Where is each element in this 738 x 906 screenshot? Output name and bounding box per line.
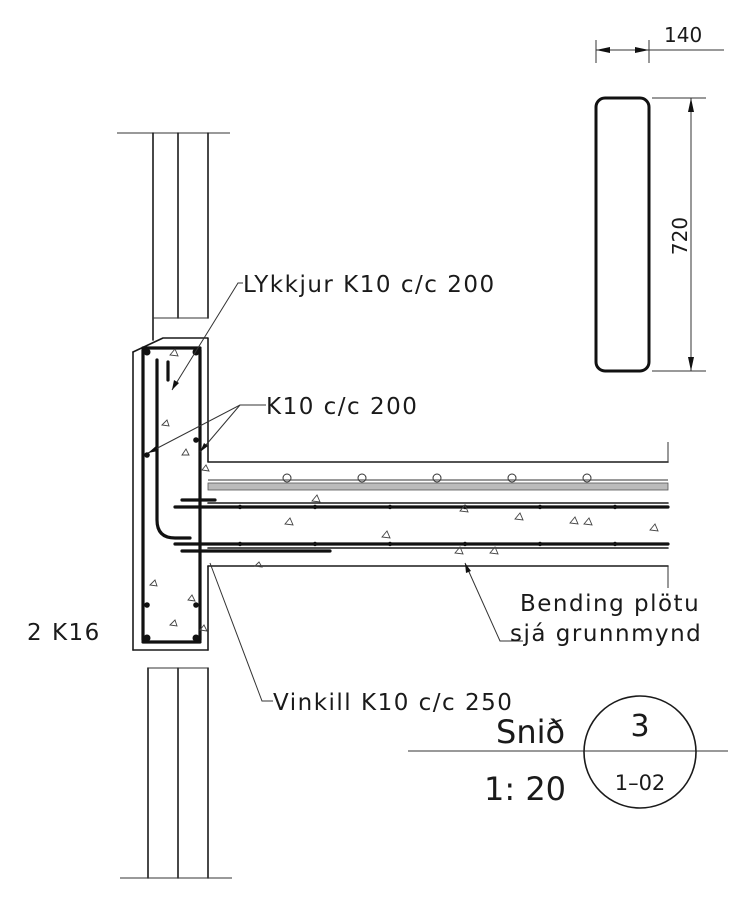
section-number: 3 <box>630 709 649 744</box>
section-title: Snið <box>496 713 565 751</box>
section-scale: 1: 20 <box>484 770 566 808</box>
concrete-hatch <box>149 348 659 632</box>
label-k16: 2 K16 <box>27 620 101 646</box>
label-k10: K10 c/c 200 <box>266 394 418 420</box>
label-lykkjur: LYkkjur K10 c/c 200 <box>243 272 496 298</box>
label-vinkill: Vinkill K10 c/c 250 <box>273 690 513 716</box>
sheet-number: 1–02 <box>615 771 666 795</box>
leaders <box>147 282 523 702</box>
reinforcement <box>141 346 670 644</box>
dimension-height: 720 <box>668 217 692 255</box>
bar-detail <box>594 40 724 373</box>
slab <box>207 473 669 549</box>
edge-beam <box>132 337 669 651</box>
upper-wall <box>117 132 230 341</box>
dimension-width: 140 <box>664 23 702 47</box>
lower-wall <box>120 667 232 879</box>
label-bending-line2: sjá grunnmynd <box>510 621 702 647</box>
title-block <box>408 695 728 809</box>
label-bending-line1: Bending plötu <box>520 591 700 617</box>
